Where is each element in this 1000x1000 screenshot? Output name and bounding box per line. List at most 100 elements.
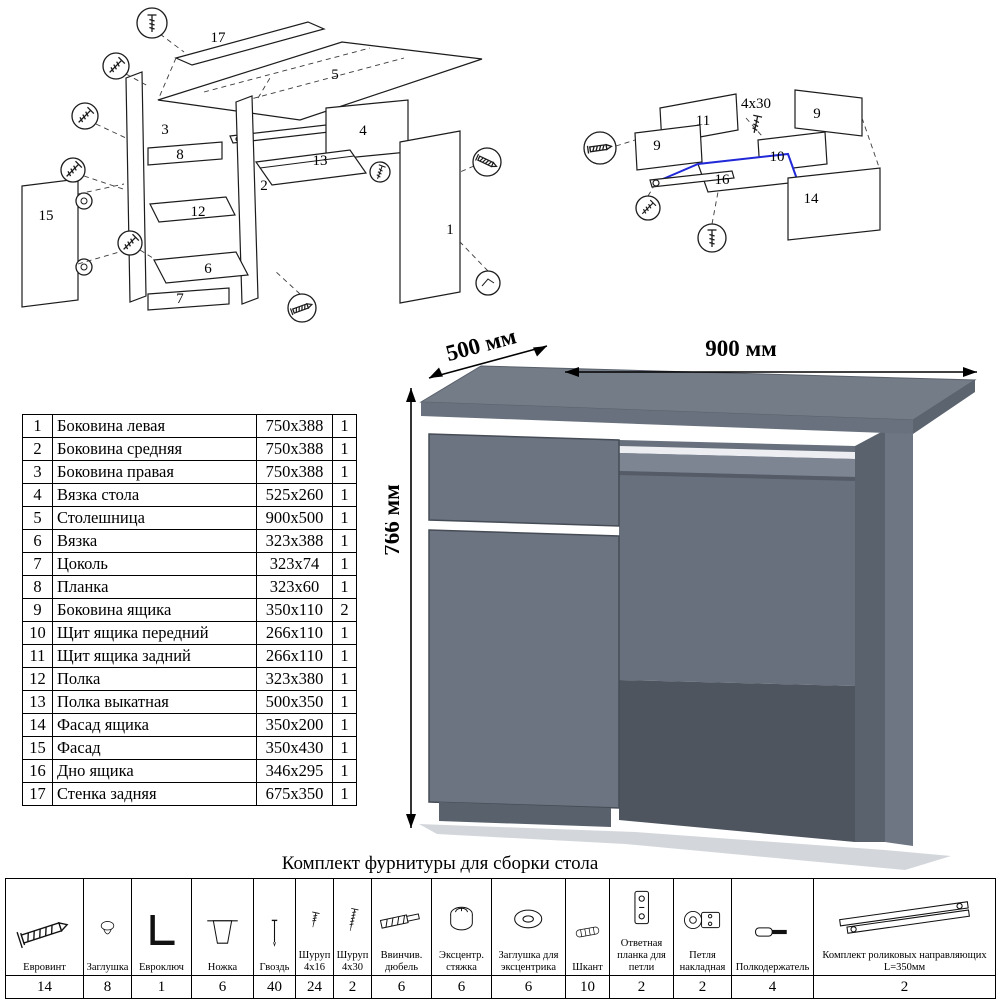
part-label: 15: [39, 208, 54, 224]
dowel-icon: [566, 903, 609, 961]
desk-top: [419, 365, 977, 434]
part-name: Щит ящика передний: [52, 621, 257, 645]
part-number: 3: [22, 460, 53, 484]
part-qty: 1: [332, 414, 357, 438]
width-label: 900 мм: [705, 336, 777, 361]
part-size: 900х500: [256, 506, 333, 530]
height-label: 766 мм: [385, 484, 404, 556]
drawer-front: [428, 433, 620, 527]
part-number: 9: [22, 598, 53, 622]
part-size: 350х110: [256, 598, 333, 622]
hardware-name: Ответная планка для петли: [617, 938, 666, 973]
part-name: Полка выкатная: [52, 690, 257, 714]
part-name: Цоколь: [52, 552, 257, 576]
hardware-name: Ввинчив. дюбель: [380, 949, 423, 973]
hardware-cell: Полкодержатель: [731, 877, 814, 977]
part-6-shelf-tie: [153, 251, 249, 284]
part-size: 323х60: [256, 575, 333, 599]
part-17-back-panel: [174, 21, 326, 66]
part-label: 8: [176, 147, 184, 163]
part-size: 266х110: [256, 621, 333, 645]
hardware-cell: Заглушка для эксцентрика: [491, 877, 566, 977]
hardware-cell: Ножка: [191, 877, 254, 977]
part-name: Фасад: [52, 736, 257, 760]
door-front: [428, 529, 620, 809]
bracket-icon: [481, 278, 495, 287]
drawer-rail: [649, 170, 735, 188]
hardware-name: Петля накладная: [679, 949, 726, 973]
hardware-name: Эксцентр. стяжка: [439, 949, 484, 973]
hardware-cell: Заглушка: [83, 877, 132, 977]
part-label: 6: [204, 261, 212, 277]
part-size: 266х110: [256, 644, 333, 668]
part-label: 10: [770, 149, 785, 165]
keyboard-tray: [619, 446, 855, 481]
hardware-cell: Евроключ: [131, 877, 192, 977]
part-size: 350х430: [256, 736, 333, 760]
hardware-name: Шуруп 4х16: [298, 949, 331, 973]
part-label: 17: [211, 30, 227, 46]
hardware-title: Комплект фурнитуры для сборки стола: [281, 853, 599, 874]
hardware-qty: 8: [83, 975, 132, 1000]
leg-icon: [192, 903, 253, 961]
plinth: [439, 802, 611, 827]
fastener-callout: [475, 270, 501, 296]
hardware-name: Шкант: [572, 961, 603, 973]
hexkey-icon: [132, 903, 191, 961]
part-qty: 1: [332, 552, 357, 576]
part-number: 17: [22, 782, 53, 806]
hardware-cell: Евровинт: [5, 877, 84, 977]
hardware-qty-row: 14 8 1 6 40 24 2 6 6 6 10 2 2 4 2: [5, 975, 996, 1000]
floor-shadow: [419, 824, 951, 870]
hardware-cell: Гвоздь: [253, 877, 296, 977]
hardware-name: Гвоздь: [259, 961, 290, 973]
part-label: 1: [446, 222, 454, 238]
hardware-name: Заглушка: [86, 961, 129, 973]
hardware-cell: Шкант: [565, 877, 610, 977]
hardware-name: Евроключ: [139, 961, 184, 973]
part-number: 1: [22, 414, 53, 438]
desk-under-shadow: [619, 680, 855, 842]
part-size: 675х350: [256, 782, 333, 806]
part-label: 2: [260, 178, 268, 194]
part-13-pullout-shelf: [254, 149, 368, 186]
part-size: 525х260: [256, 483, 333, 507]
part-3-side-left: [125, 71, 147, 303]
part-number: 10: [22, 621, 53, 645]
insert-dowel-icon: [372, 891, 431, 949]
part-name: Боковина левая: [52, 414, 257, 438]
part-label: 9: [813, 106, 821, 122]
part-name: Боковина ящика: [52, 598, 257, 622]
hardware-cell: Ответная планка для петли: [609, 877, 674, 977]
hardware-cell: Комплект роликовых направляющих L=350мм: [813, 877, 996, 977]
screw-16-icon: [296, 891, 333, 949]
part-name: Столешница: [52, 506, 257, 530]
part-qty: 1: [332, 736, 357, 760]
part-number: 7: [22, 552, 53, 576]
hardware-name: Полкодержатель: [735, 961, 810, 973]
hardware-qty: 6: [491, 975, 566, 1000]
hardware-name: Заглушка для эксцентрика: [498, 949, 559, 973]
part-name: Вязка: [52, 529, 257, 553]
part-name: Вязка стола: [52, 483, 257, 507]
part-label: 9: [653, 138, 661, 154]
part-size: 323х74: [256, 552, 333, 576]
part-1-side-right: [399, 130, 461, 304]
hardware-qty: 2: [333, 975, 372, 1000]
part-9-drawer-side-right: [794, 89, 863, 137]
hardware-name: Евровинт: [23, 961, 66, 973]
hardware-qty: 24: [295, 975, 334, 1000]
hardware-qty: 1: [131, 975, 192, 1000]
hardware-icons-row: Евровинт Заглушка Евроключ Ножка Гвоздь …: [5, 877, 996, 977]
part-15-door-facade: [21, 178, 93, 308]
part-size: 346х295: [256, 759, 333, 783]
